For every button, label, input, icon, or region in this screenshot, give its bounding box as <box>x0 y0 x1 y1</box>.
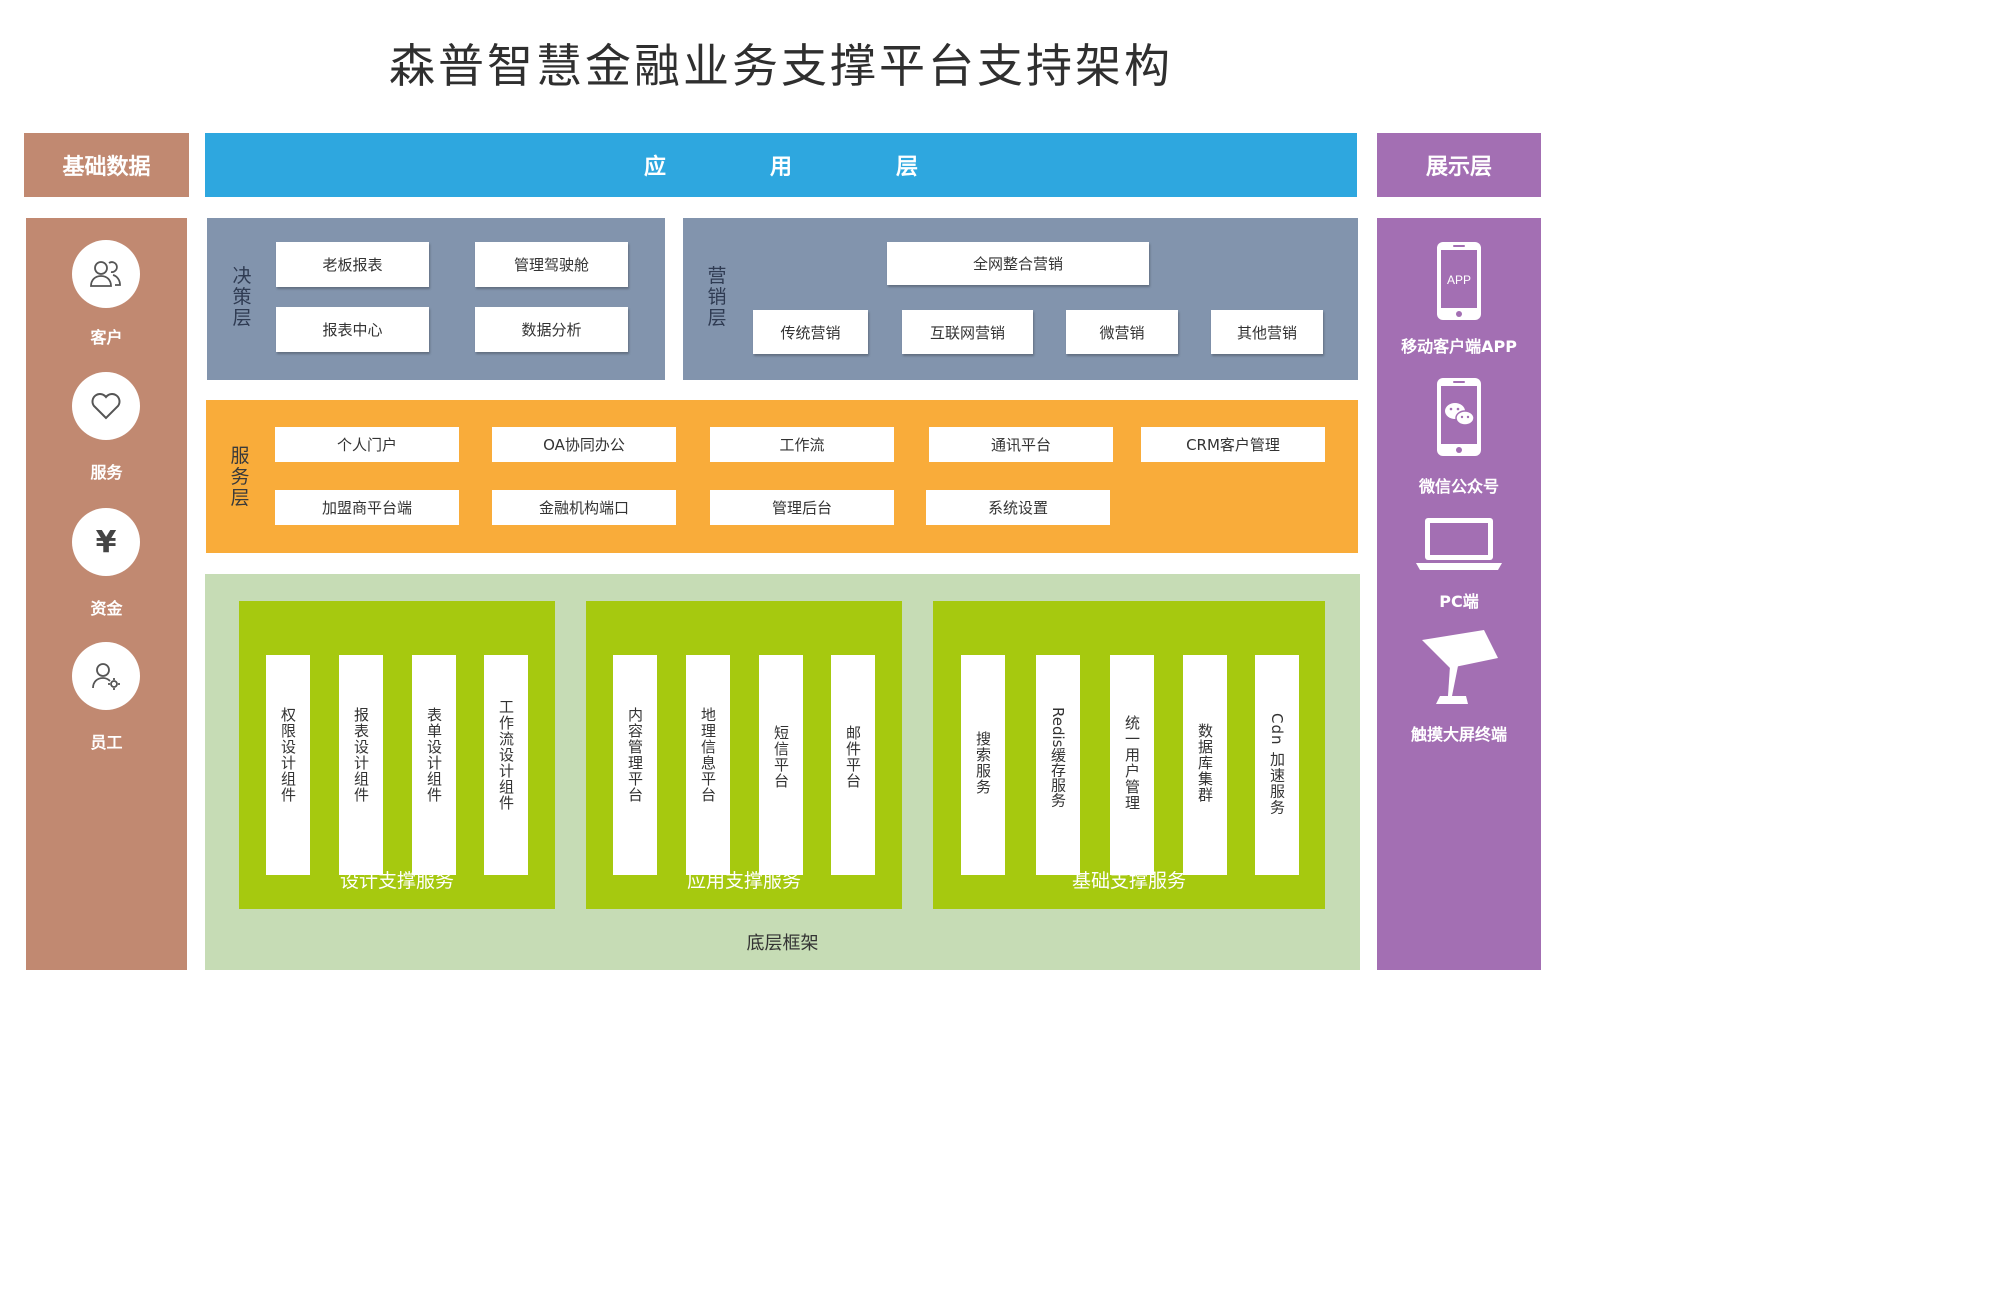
app-support-item: 内容管理平台 <box>613 655 657 875</box>
service-item: 工作流 <box>710 427 894 462</box>
basic-support-item: 统一用户管理 <box>1110 655 1154 875</box>
base-framework-panel: 权限设计组件 报表设计组件 表单设计组件 工作流设计组件 设计支撑服务 内容管理… <box>205 574 1360 970</box>
design-support-group: 权限设计组件 报表设计组件 表单设计组件 工作流设计组件 设计支撑服务 <box>239 601 555 909</box>
service-item: 个人门户 <box>275 427 459 462</box>
phone-app-icon: APP <box>1377 240 1541 322</box>
base-data-label: 资金 <box>90 599 123 618</box>
service-item: 管理后台 <box>710 490 894 525</box>
basic-support-label: 基础支撑服务 <box>1071 870 1186 892</box>
kiosk-icon <box>1377 628 1541 712</box>
decision-item: 管理驾驶舱 <box>475 242 628 287</box>
service-layer-label: 服务层 <box>230 445 250 509</box>
service-item: 系统设置 <box>926 490 1110 525</box>
app-support-item: 邮件平台 <box>831 655 875 875</box>
decision-item: 老板报表 <box>276 242 429 287</box>
decision-item: 数据分析 <box>475 307 628 352</box>
base-data-label: 服务 <box>90 463 123 482</box>
design-support-item: 工作流设计组件 <box>484 655 528 875</box>
header-base-data: 基础数据 <box>24 133 189 197</box>
app-support-group: 内容管理平台 地理信息平台 短信平台 邮件平台 应用支撑服务 <box>586 601 902 909</box>
decision-item: 报表中心 <box>276 307 429 352</box>
app-support-item: 地理信息平台 <box>686 655 730 875</box>
display-label: 微信公众号 <box>1418 477 1499 496</box>
marketing-item: 传统营销 <box>753 310 868 354</box>
decision-layer-panel: 决策层 老板报表 管理驾驶舱 报表中心 数据分析 <box>207 218 665 380</box>
service-item: 加盟商平台端 <box>275 490 459 525</box>
marketing-layer-label: 营销层 <box>707 265 727 329</box>
marketing-item: 其他营销 <box>1211 310 1323 354</box>
design-support-item: 表单设计组件 <box>412 655 456 875</box>
marketing-top-item: 全网整合营销 <box>887 242 1149 285</box>
header-app-char: 应 <box>643 155 666 180</box>
basic-support-item: 搜索服务 <box>961 655 1005 875</box>
phone-wechat-icon <box>1377 376 1541 458</box>
app-support-item: 短信平台 <box>759 655 803 875</box>
header-display-layer: 展示层 <box>1377 133 1541 197</box>
app-support-label: 应用支撑服务 <box>686 870 801 892</box>
decision-layer-label: 决策层 <box>232 265 252 329</box>
base-framework-label: 底层框架 <box>746 933 819 954</box>
header-app-char: 用 <box>769 155 792 180</box>
basic-support-group: 搜索服务 Redis缓存服务 统一用户管理 数据库集群 Cdn 加速服务 基础支… <box>933 601 1325 909</box>
display-label: 触摸大屏终端 <box>1410 725 1507 744</box>
users-icon <box>72 240 140 308</box>
laptop-icon <box>1377 516 1541 572</box>
service-item: CRM客户管理 <box>1141 427 1325 462</box>
basic-support-item: Redis缓存服务 <box>1036 655 1080 875</box>
marketing-item: 互联网营销 <box>902 310 1033 354</box>
service-item: 通讯平台 <box>929 427 1113 462</box>
service-item: OA协同办公 <box>492 427 676 462</box>
service-layer-panel: 服务层 个人门户 OA协同办公 工作流 通讯平台 CRM客户管理 加盟商平台端 … <box>206 400 1358 553</box>
service-item: 金融机构端口 <box>492 490 676 525</box>
display-label: PC端 <box>1439 592 1479 611</box>
yen-icon: ¥ <box>72 508 140 576</box>
page-title: 森普智慧金融业务支撑平台支持架构 <box>389 39 1173 93</box>
heart-icon <box>72 372 140 440</box>
app-icon-text: APP <box>1447 273 1471 287</box>
header-app-char: 层 <box>895 155 918 180</box>
header-app-layer: 应 用 层 <box>205 133 1357 197</box>
user-gear-icon <box>72 642 140 710</box>
design-support-label: 设计支撑服务 <box>339 870 454 892</box>
marketing-item: 微营销 <box>1066 310 1178 354</box>
design-support-item: 权限设计组件 <box>266 655 310 875</box>
base-data-label: 员工 <box>90 733 123 752</box>
basic-support-item: Cdn 加速服务 <box>1255 655 1299 875</box>
basic-support-item: 数据库集群 <box>1183 655 1227 875</box>
display-label: 移动客户端APP <box>1401 337 1517 356</box>
base-data-label: 客户 <box>90 328 123 347</box>
design-support-item: 报表设计组件 <box>339 655 383 875</box>
marketing-layer-panel: 营销层 全网整合营销 传统营销 互联网营销 微营销 其他营销 <box>683 218 1358 380</box>
display-layer-column: APP 移动客户端APP 微信公众号 PC端 触摸大屏终端 <box>1377 218 1541 970</box>
base-data-column: 客户 服务 ¥ 资金 员工 <box>26 218 187 970</box>
